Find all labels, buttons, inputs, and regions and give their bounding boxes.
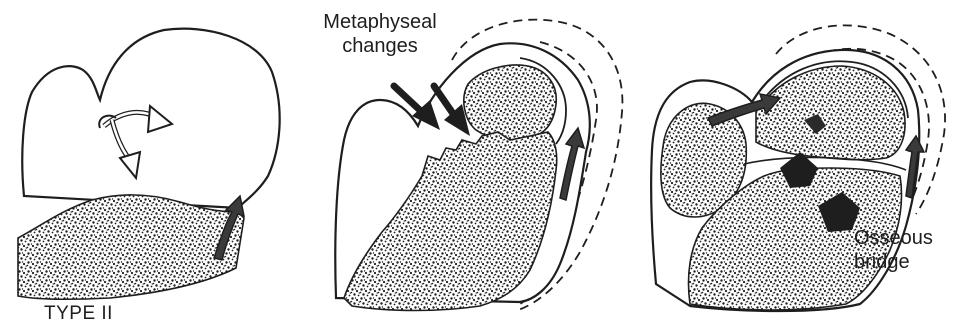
type-label: TYPE II	[44, 302, 113, 326]
ossific-nucleus	[464, 65, 556, 140]
osseous-label-line1: Osseous	[854, 226, 964, 250]
metaphyseal-label-line1: Metaphyseal	[300, 10, 460, 34]
panel-metaphyseal-changes	[335, 20, 622, 311]
osseous-bridge-label: Osseous bridge	[854, 226, 964, 274]
osseous-label-line2: bridge	[854, 250, 964, 274]
metaphyseal-changes-label: Metaphyseal changes	[300, 10, 460, 58]
panel-type-ii	[18, 29, 280, 300]
metaphysis-stipple	[18, 195, 244, 299]
metaphyseal-label-line2: changes	[300, 34, 460, 58]
